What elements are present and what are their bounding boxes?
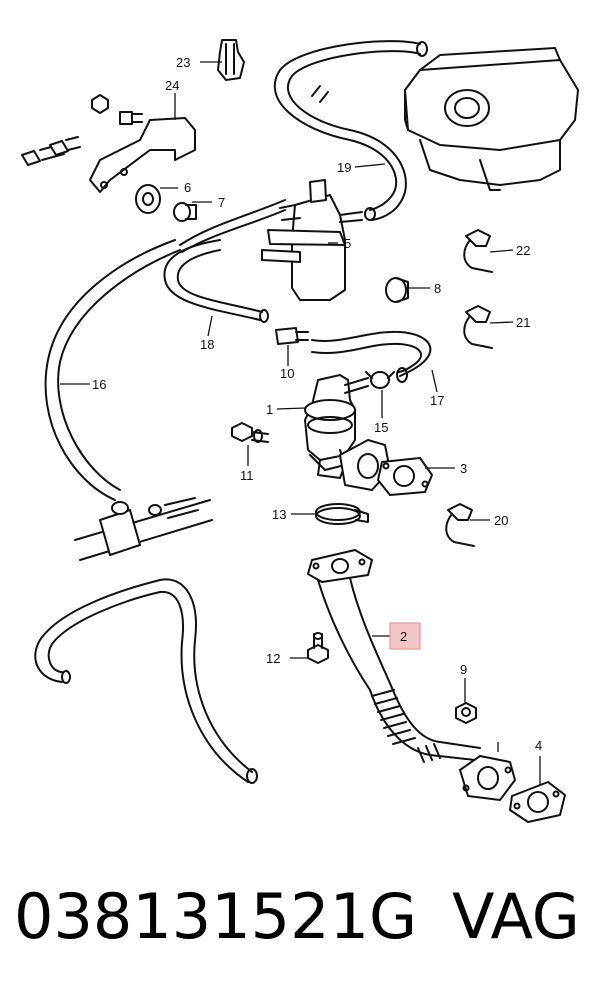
leader-lines [60, 61, 541, 785]
clamp-15-icon [365, 371, 395, 389]
hose-19-icon [273, 40, 428, 221]
clip-22-icon [463, 229, 493, 273]
pipe-flange-icon [459, 755, 516, 801]
connector-10-icon [275, 327, 309, 345]
label-18: 18 [200, 337, 214, 352]
label-5: 5 [344, 236, 351, 251]
egr-pipe-2-icon [307, 549, 481, 763]
solenoid-valve-5-icon [261, 179, 363, 301]
label-19: 19 [337, 160, 351, 175]
gasket-4-icon [509, 781, 566, 823]
highlight-box [389, 622, 421, 650]
part-number-bar: 038131521G VAG [0, 872, 600, 982]
part-number: 038131521G [14, 880, 418, 953]
label-23: 23 [176, 55, 190, 70]
parts-diagram: 23 24 6 7 19 5 8 22 21 18 10 17 16 1 15 … [21, 39, 579, 823]
label-16: 16 [92, 377, 106, 392]
label-21: 21 [516, 315, 530, 330]
bolt-11-icon [231, 422, 269, 443]
label-9: 9 [460, 662, 467, 677]
label-6: 6 [184, 180, 191, 195]
hose-lower-left-icon [34, 578, 258, 784]
hose-17-icon [311, 330, 432, 383]
label-8: 8 [434, 281, 441, 296]
label-15: 15 [374, 420, 388, 435]
label-2: 2 [400, 629, 407, 644]
label-11: 11 [240, 468, 254, 483]
clip-20-icon [445, 503, 475, 547]
clamp-13-icon [315, 503, 369, 525]
clip-23-icon [217, 39, 245, 81]
label-24: 24 [165, 78, 179, 93]
label-7: 7 [218, 195, 225, 210]
brand-name: VAG [452, 880, 580, 953]
clip-21-icon [463, 305, 493, 349]
egr-valve-1-icon [304, 374, 369, 479]
hose-18-icon [163, 239, 269, 323]
bushing-7-icon [173, 202, 197, 222]
label-10: 10 [280, 366, 294, 381]
label-13: 13 [272, 507, 286, 522]
nut-9-icon [455, 702, 477, 724]
label-22: 22 [516, 243, 530, 258]
bracket-24-icon [89, 117, 196, 193]
bolt-icon [21, 94, 143, 166]
pipe-left-icon [74, 497, 213, 561]
hose-16-icon [44, 199, 286, 501]
gasket-3-icon [377, 457, 433, 496]
label-3: 3 [460, 461, 467, 476]
grommet-6-icon [135, 184, 161, 214]
label-4: 4 [535, 738, 542, 753]
grommet-8-icon [385, 277, 409, 303]
reservoir-icon [404, 47, 579, 191]
bolt-12-icon [307, 632, 329, 664]
part-labels: 23 24 6 7 19 5 8 22 21 18 10 17 16 1 15 … [92, 55, 542, 753]
label-1: 1 [266, 402, 273, 417]
label-20: 20 [494, 513, 508, 528]
label-17: 17 [430, 393, 444, 408]
label-12: 12 [266, 651, 280, 666]
